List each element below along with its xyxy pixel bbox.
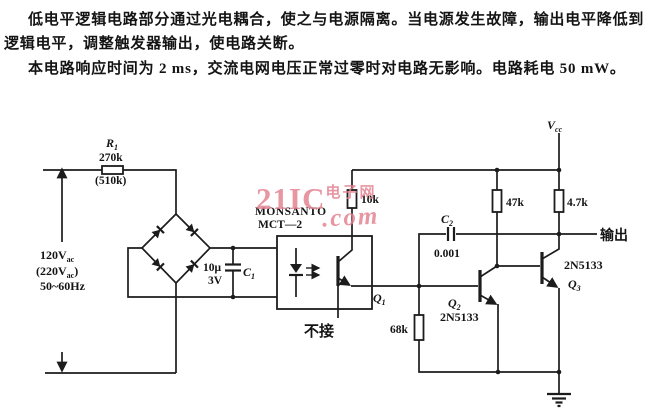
vcc-label: Vcc bbox=[547, 118, 563, 134]
r10k-value-label: 10k bbox=[361, 194, 380, 206]
c2-value-label: 0.001 bbox=[434, 248, 460, 260]
q1-ref-label: Q1 bbox=[373, 291, 386, 307]
description-line-1: 低电平逻辑电路部分通过光电耦合，使之与电源隔离。当电源发生故障，输出电平降低到 bbox=[28, 12, 645, 28]
bridge-diode-4 bbox=[185, 259, 199, 273]
vcc-terminal: Vcc bbox=[547, 118, 563, 134]
c2-ref-label: C2 bbox=[441, 212, 453, 228]
bridge-diode-3 bbox=[151, 258, 165, 272]
q2-part-label: 2N5133 bbox=[440, 310, 479, 324]
r4k7-value-label: 4.7k bbox=[567, 197, 588, 209]
bridge-diode-2 bbox=[185, 223, 199, 237]
bridge-diamond bbox=[140, 212, 212, 285]
q3-emitter-arrow bbox=[541, 276, 559, 288]
r68k-value-label: 68k bbox=[390, 324, 409, 336]
q2-ref-label: Q2 bbox=[448, 296, 461, 312]
not-connected-label: 不接 bbox=[304, 322, 334, 340]
resistor-47k: 47k bbox=[491, 189, 525, 213]
description-line-2: 逻辑电平，调整触发器输出，使电路关断。 bbox=[4, 36, 305, 52]
light-arrows-icon bbox=[306, 263, 321, 280]
bridge-diode-1 bbox=[151, 225, 165, 239]
c1-voltage-label: 3V bbox=[208, 275, 223, 287]
phototransistor-q1 bbox=[336, 170, 353, 318]
c1-ref-label: C1 bbox=[243, 265, 255, 281]
ac-frequency-label: 50~60Hz bbox=[40, 279, 86, 293]
resistor-68k-body bbox=[413, 314, 425, 341]
q3-ref-label: Q3 bbox=[568, 277, 581, 293]
transistor-q3: 2N5133 Q3 bbox=[540, 234, 603, 293]
description-line-3: 本电路响应时间为 2 ms，交流电网电压正常过零时对电路无影响。电路耗电 50 … bbox=[28, 61, 626, 77]
ac-source: 120Vac (220Vac) 50~60Hz bbox=[36, 167, 86, 373]
c1-value-label: 10μ bbox=[203, 262, 222, 274]
resistor-10k: 10k bbox=[346, 189, 380, 209]
capacitor-c2: C2 0.001 bbox=[434, 212, 460, 260]
optocoupler-box bbox=[276, 235, 373, 310]
q2-collector-lead bbox=[479, 265, 498, 278]
junction-dot bbox=[494, 167, 500, 173]
resistor-47k-body bbox=[491, 189, 503, 213]
ac-voltage-label: 120Vac bbox=[40, 248, 75, 264]
r1-value-label: 270k bbox=[99, 152, 123, 164]
right-section-wires bbox=[351, 133, 597, 394]
junction-dot bbox=[494, 263, 500, 269]
ac-voltage-alt-label: (220Vac) bbox=[36, 264, 78, 280]
optocoupler-brand-label: MONSANTO bbox=[255, 206, 327, 218]
q1-collector-lead bbox=[337, 170, 353, 263]
resistor-4k7-body bbox=[553, 189, 565, 213]
junction-dot bbox=[556, 231, 562, 237]
resistor-68k: 68k bbox=[390, 314, 425, 341]
q1-emitter-arrow bbox=[337, 275, 351, 286]
q3-part-label: 2N5133 bbox=[564, 258, 603, 272]
left-section-wires bbox=[43, 169, 296, 374]
resistor-r1-body bbox=[101, 165, 124, 175]
r1-ref-label: R1 bbox=[105, 136, 118, 152]
junction-dots bbox=[230, 167, 562, 375]
r1-alt-value-label: (510k) bbox=[95, 175, 126, 187]
optocoupler-model-label: MCT—2 bbox=[258, 219, 302, 231]
ground-icon bbox=[547, 392, 571, 408]
junction-dot bbox=[230, 294, 236, 300]
r47k-value-label: 47k bbox=[506, 197, 525, 209]
capacitor-c1: 10μ 3V C1 bbox=[203, 248, 255, 297]
resistor-4k7: 4.7k bbox=[553, 189, 588, 213]
junction-dot bbox=[230, 245, 236, 251]
resistor-10k-body bbox=[346, 189, 358, 209]
junction-dot bbox=[556, 167, 562, 173]
transistor-q2: Q2 2N5133 bbox=[440, 265, 499, 372]
optocoupler-mct2: MONSANTO MCT—2 不接 Q1 bbox=[255, 170, 386, 340]
led-triangle bbox=[290, 264, 302, 273]
output-label: 输出 bbox=[600, 227, 628, 244]
q3-collector-lead bbox=[541, 234, 560, 260]
junction-dot bbox=[495, 369, 501, 375]
junction-dot bbox=[416, 283, 422, 289]
resistor-r1: R1 270k (510k) bbox=[95, 136, 126, 187]
led bbox=[289, 248, 303, 297]
q2-emitter-arrow bbox=[479, 294, 498, 305]
junction-dot bbox=[556, 369, 562, 375]
bridge-rectifier bbox=[140, 212, 212, 285]
